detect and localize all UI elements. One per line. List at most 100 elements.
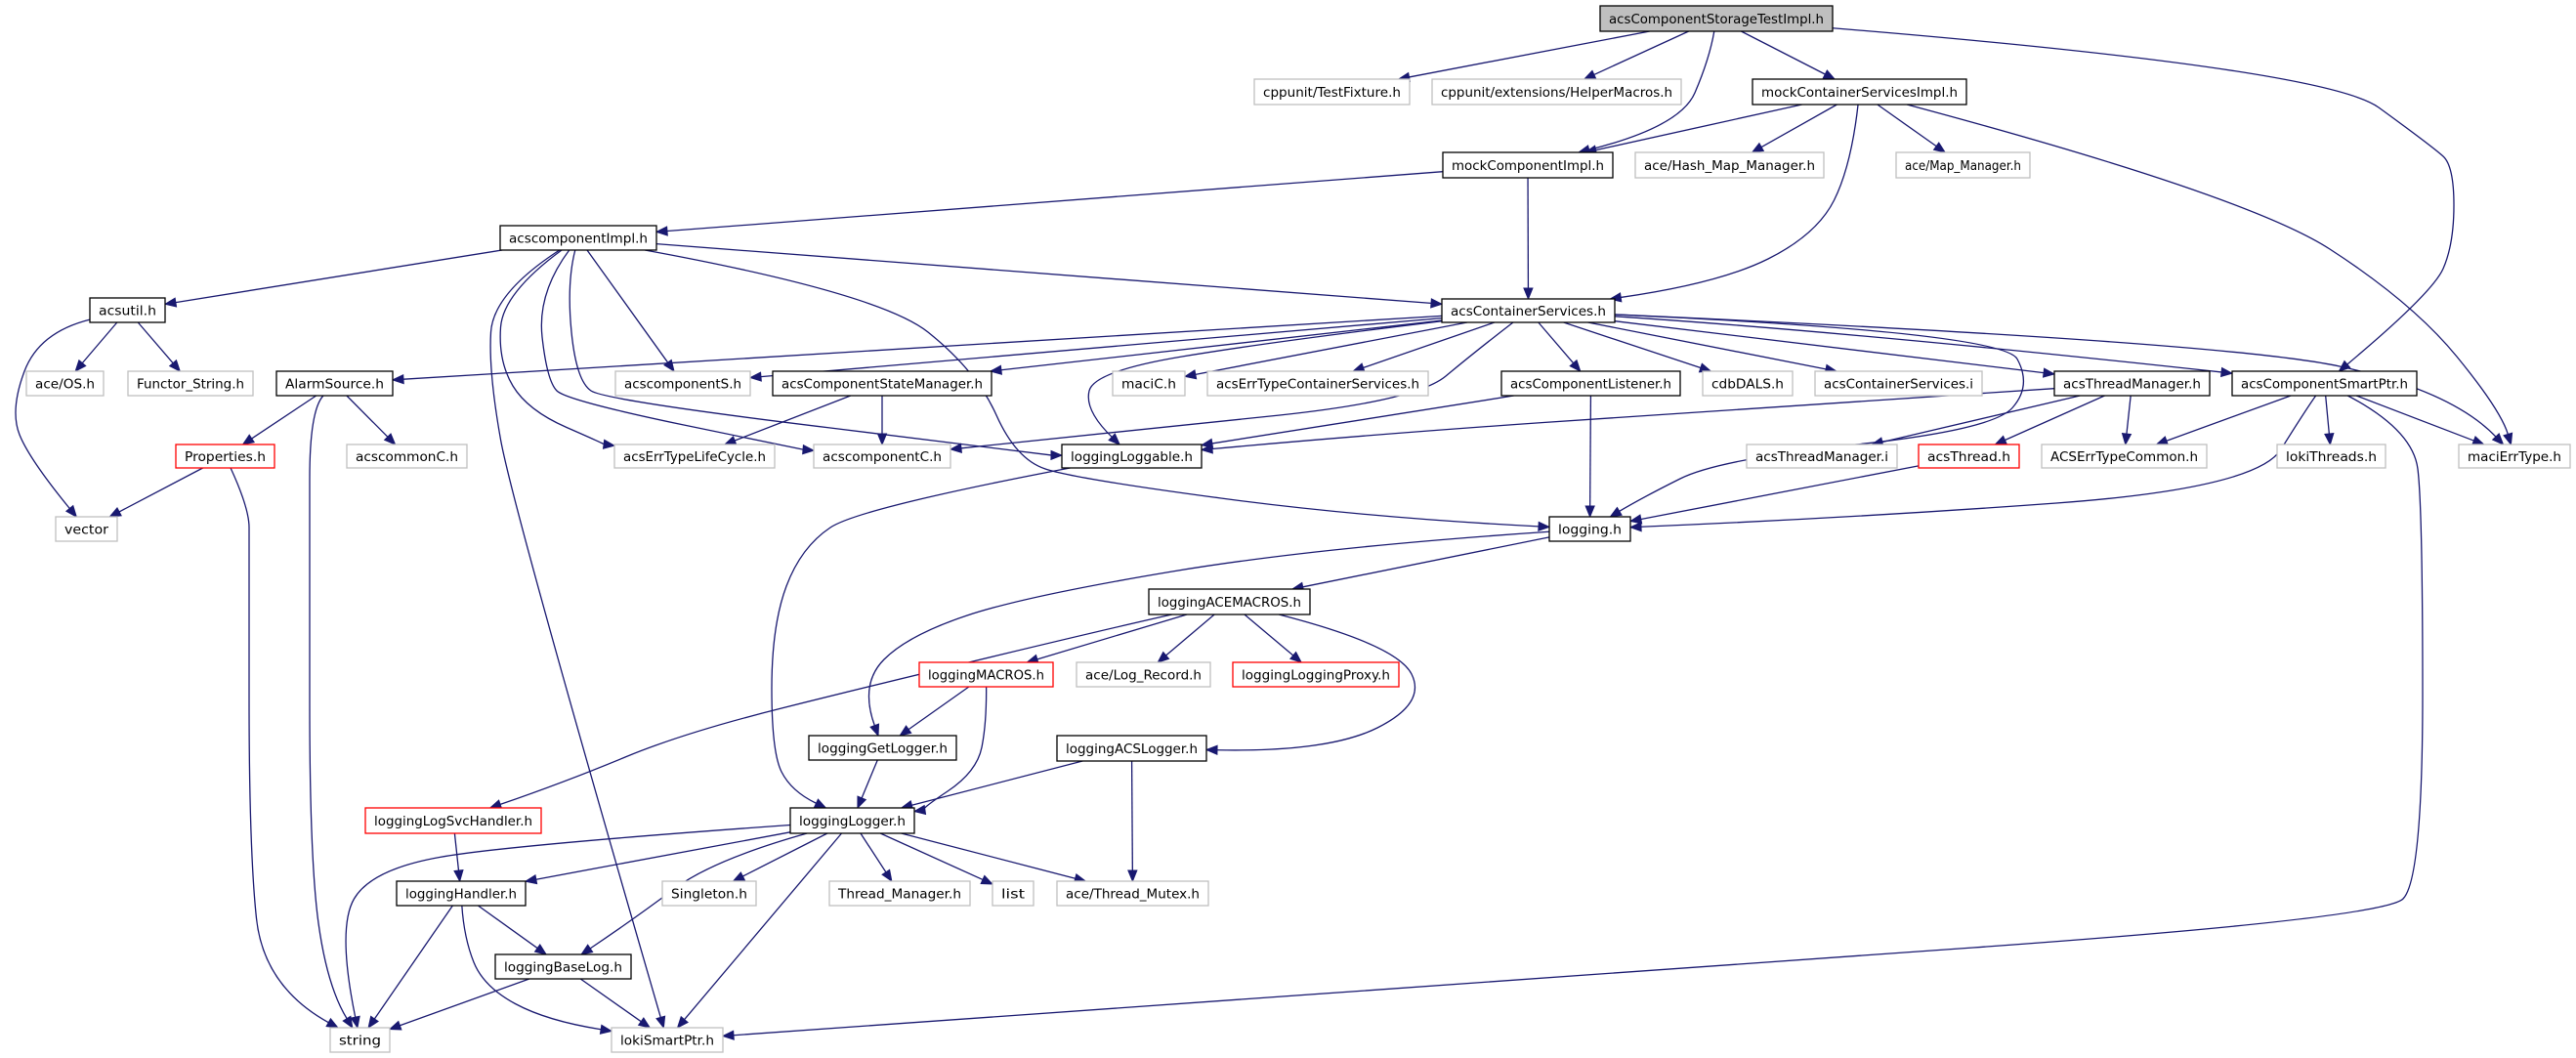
edge-mockContainerServicesImpl-to-ace_map	[1877, 104, 1947, 153]
edge-line	[879, 832, 984, 881]
node-box[interactable]	[1056, 735, 1207, 762]
node-label: loggingLoggable.h	[1071, 449, 1193, 465]
edge-line	[1741, 30, 1826, 75]
node-box[interactable]	[1441, 298, 1616, 323]
node-root[interactable]: acsComponentStorageTestImpl.h	[1599, 5, 1834, 32]
node-box[interactable]	[175, 444, 275, 469]
node-logging[interactable]: logging.h	[1548, 516, 1631, 542]
node-acsComponentListener[interactable]: acsComponentListener.h	[1500, 370, 1681, 397]
node-box[interactable]	[1232, 661, 1400, 688]
node-box[interactable]	[1442, 151, 1614, 179]
edge-line	[1614, 314, 2024, 512]
edge-line	[645, 249, 1540, 528]
node-cppunit_fixture: cppunit/TestFixture.h	[1253, 78, 1411, 106]
node-box[interactable]	[494, 953, 632, 980]
node-label: cdbDALS.h	[1711, 377, 1784, 393]
node-loggingLogger[interactable]: loggingLogger.h	[789, 807, 915, 834]
node-box[interactable]	[89, 297, 166, 323]
node-box[interactable]	[1148, 588, 1311, 615]
node-lokiSmartPtr: lokiSmartPtr.h	[611, 1027, 724, 1053]
arrowhead-icon	[655, 226, 668, 236]
node-box[interactable]	[2053, 370, 2211, 397]
node-box[interactable]	[1500, 370, 1681, 397]
arrowhead-icon	[2503, 432, 2513, 446]
node-box	[661, 880, 757, 907]
node-loggingBaseLog[interactable]: loggingBaseLog.h	[494, 953, 632, 980]
node-loggingHandler[interactable]: loggingHandler.h	[396, 880, 527, 907]
arrowhead-icon	[912, 804, 927, 816]
arrowhead-icon	[748, 371, 762, 382]
arrowhead-icon	[1200, 444, 1213, 454]
node-box[interactable]	[275, 370, 394, 397]
node-loggingACSLogger[interactable]: loggingACSLogger.h	[1056, 735, 1207, 762]
node-label: acsutil.h	[99, 304, 156, 319]
node-acsThread[interactable]: acsThread.h	[1918, 444, 2020, 469]
arrowhead-icon	[2471, 435, 2485, 445]
node-box[interactable]	[1061, 444, 1203, 469]
edge-acsContainerServices-to-acsComponentSmartPtr	[1614, 316, 2234, 378]
node-list: list	[992, 880, 1035, 907]
edge-mockContainerServicesImpl-to-mockComponentImpl	[1584, 104, 1802, 155]
node-loggingLoggingProxy[interactable]: loggingLoggingProxy.h	[1232, 661, 1400, 688]
node-loggingACEMACROS[interactable]: loggingACEMACROS.h	[1148, 588, 1311, 615]
node-box[interactable]	[918, 661, 1054, 688]
arrowhead-icon	[802, 444, 816, 455]
node-loggingLoggable[interactable]: loggingLoggable.h	[1061, 444, 1203, 469]
node-box[interactable]	[1918, 444, 2020, 469]
node-label: Singleton.h	[671, 887, 747, 903]
arrowhead-icon	[1994, 435, 2008, 445]
edge-line	[499, 614, 1172, 806]
arrowhead-icon	[367, 1015, 379, 1030]
arrowhead-icon	[579, 944, 594, 955]
node-box[interactable]	[1548, 516, 1631, 542]
edge-acsContainerServices-to-maciErrType	[1614, 314, 2505, 445]
node-box[interactable]	[1599, 5, 1834, 32]
node-acscomponentImpl[interactable]: acscomponentImpl.h	[499, 225, 657, 251]
node-acsThreadManager[interactable]: acsThreadManager.h	[2053, 370, 2211, 397]
node-acsutil[interactable]: acsutil.h	[89, 297, 166, 323]
edge-acsContainerServices-to-maciC	[1183, 321, 1468, 380]
node-loggingMACROS[interactable]: loggingMACROS.h	[918, 661, 1054, 688]
node-acsComponentSmartPtr[interactable]: acsComponentSmartPtr.h	[2231, 370, 2418, 397]
arrowhead-icon	[1288, 651, 1303, 663]
node-box[interactable]	[1752, 78, 1967, 106]
node-label: lokiSmartPtr.h	[620, 1034, 714, 1049]
edge-acsComponentSmartPtr-to-logging	[1628, 395, 2317, 532]
node-box[interactable]	[772, 370, 992, 397]
node-box[interactable]	[499, 225, 657, 251]
node-box[interactable]	[789, 807, 915, 834]
node-acscommonC: acscommonC.h	[346, 444, 468, 469]
node-acsContainerServices[interactable]: acsContainerServices.h	[1441, 298, 1616, 323]
edge-loggingLogSvcHandler-to-loggingHandler	[453, 832, 464, 883]
edge-loggingLogger-to-lokiSmartPtr	[676, 832, 843, 1030]
node-box[interactable]	[2231, 370, 2418, 397]
edge-alarmSource-to-acscommonC	[346, 395, 397, 445]
node-loggingLogSvcHandler[interactable]: loggingLogSvcHandler.h	[364, 807, 542, 834]
edge-line	[461, 905, 602, 1031]
edge-acsThreadManager-to-acsErrTypeCommon	[2121, 395, 2133, 446]
edge-acsComponentListener-to-logging	[1584, 395, 1595, 519]
edge-line	[1363, 321, 1496, 369]
edge-acsutil-to-vector	[15, 318, 91, 519]
node-acsComponentStateManager[interactable]: acsComponentStateManager.h	[772, 370, 992, 397]
edge-line	[2355, 395, 2474, 442]
node-label: acsComponentStorageTestImpl.h	[1609, 12, 1824, 27]
edge-acsComponentSmartPtr-to-acsErrTypeCommon	[2155, 395, 2292, 446]
arrowhead-icon	[2219, 366, 2234, 378]
edge-line	[923, 686, 988, 811]
node-acsContainerServicesI: acsContainerServices.i	[1814, 370, 1983, 397]
node-box[interactable]	[364, 807, 542, 834]
node-box[interactable]	[808, 735, 957, 761]
edge-line	[489, 249, 661, 1018]
edge-line	[1621, 104, 1859, 299]
edge-root-to-acsComponentSmartPtr	[1832, 27, 2455, 372]
node-mockComponentImpl[interactable]: mockComponentImpl.h	[1442, 151, 1614, 179]
edge-line	[251, 395, 317, 440]
node-label: acsContainerServices.i	[1824, 377, 1973, 393]
node-mockContainerServicesImpl[interactable]: mockContainerServicesImpl.h	[1752, 78, 1967, 106]
node-box[interactable]	[396, 880, 527, 907]
node-label: Functor_String.h	[137, 377, 244, 393]
node-properties[interactable]: Properties.h	[175, 444, 275, 469]
node-loggingGetLogger[interactable]: loggingGetLogger.h	[808, 735, 957, 761]
node-alarmSource[interactable]: AlarmSource.h	[275, 370, 394, 397]
